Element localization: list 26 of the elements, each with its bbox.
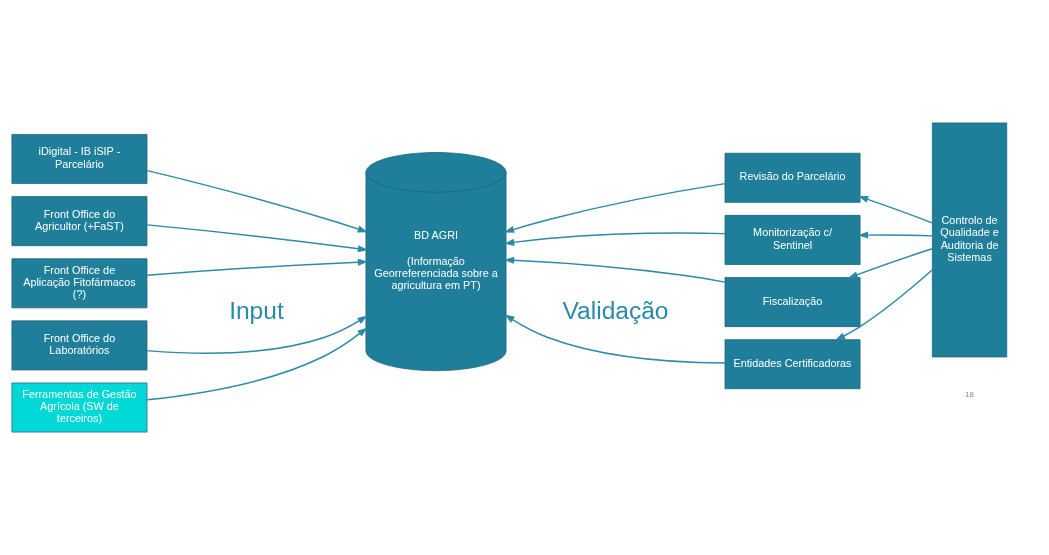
arrow	[146, 258, 368, 276]
node-box: iDigital - IB iSIP - Parcelário	[11, 134, 148, 184]
node-box: Fiscalização	[724, 277, 861, 327]
node-box: Front Office do Laboratórios	[11, 320, 148, 371]
arrow	[847, 248, 934, 279]
arrow	[146, 315, 368, 355]
arrow	[146, 327, 368, 401]
arrow	[504, 256, 726, 283]
arrow	[858, 195, 933, 224]
arrow	[504, 232, 726, 246]
label: 18	[965, 389, 974, 399]
node-box: Revisão do Parcelário	[724, 152, 861, 203]
node-box: Front Office de Aplicação Fitofármacos (?)	[11, 258, 148, 309]
label: Validação	[562, 297, 669, 325]
arrow	[146, 224, 368, 253]
node-box: Controlo de Qualidade e Auditoria de Sistemas	[932, 122, 1008, 358]
arrow	[504, 182, 726, 233]
label: Input	[229, 297, 284, 325]
arrow	[835, 269, 933, 341]
node-box: Front Office do Agricultor (+FaST)	[11, 196, 148, 247]
node-box: Monitorização c/ Sentinel	[724, 215, 861, 265]
node-box: Ferramentas de Gestão Agrícola (SW de terceiros)	[11, 382, 148, 433]
arrow	[146, 169, 368, 233]
arrow	[504, 314, 726, 364]
arrow	[857, 231, 933, 239]
node-box: Entidades Certificadoras	[724, 339, 861, 390]
